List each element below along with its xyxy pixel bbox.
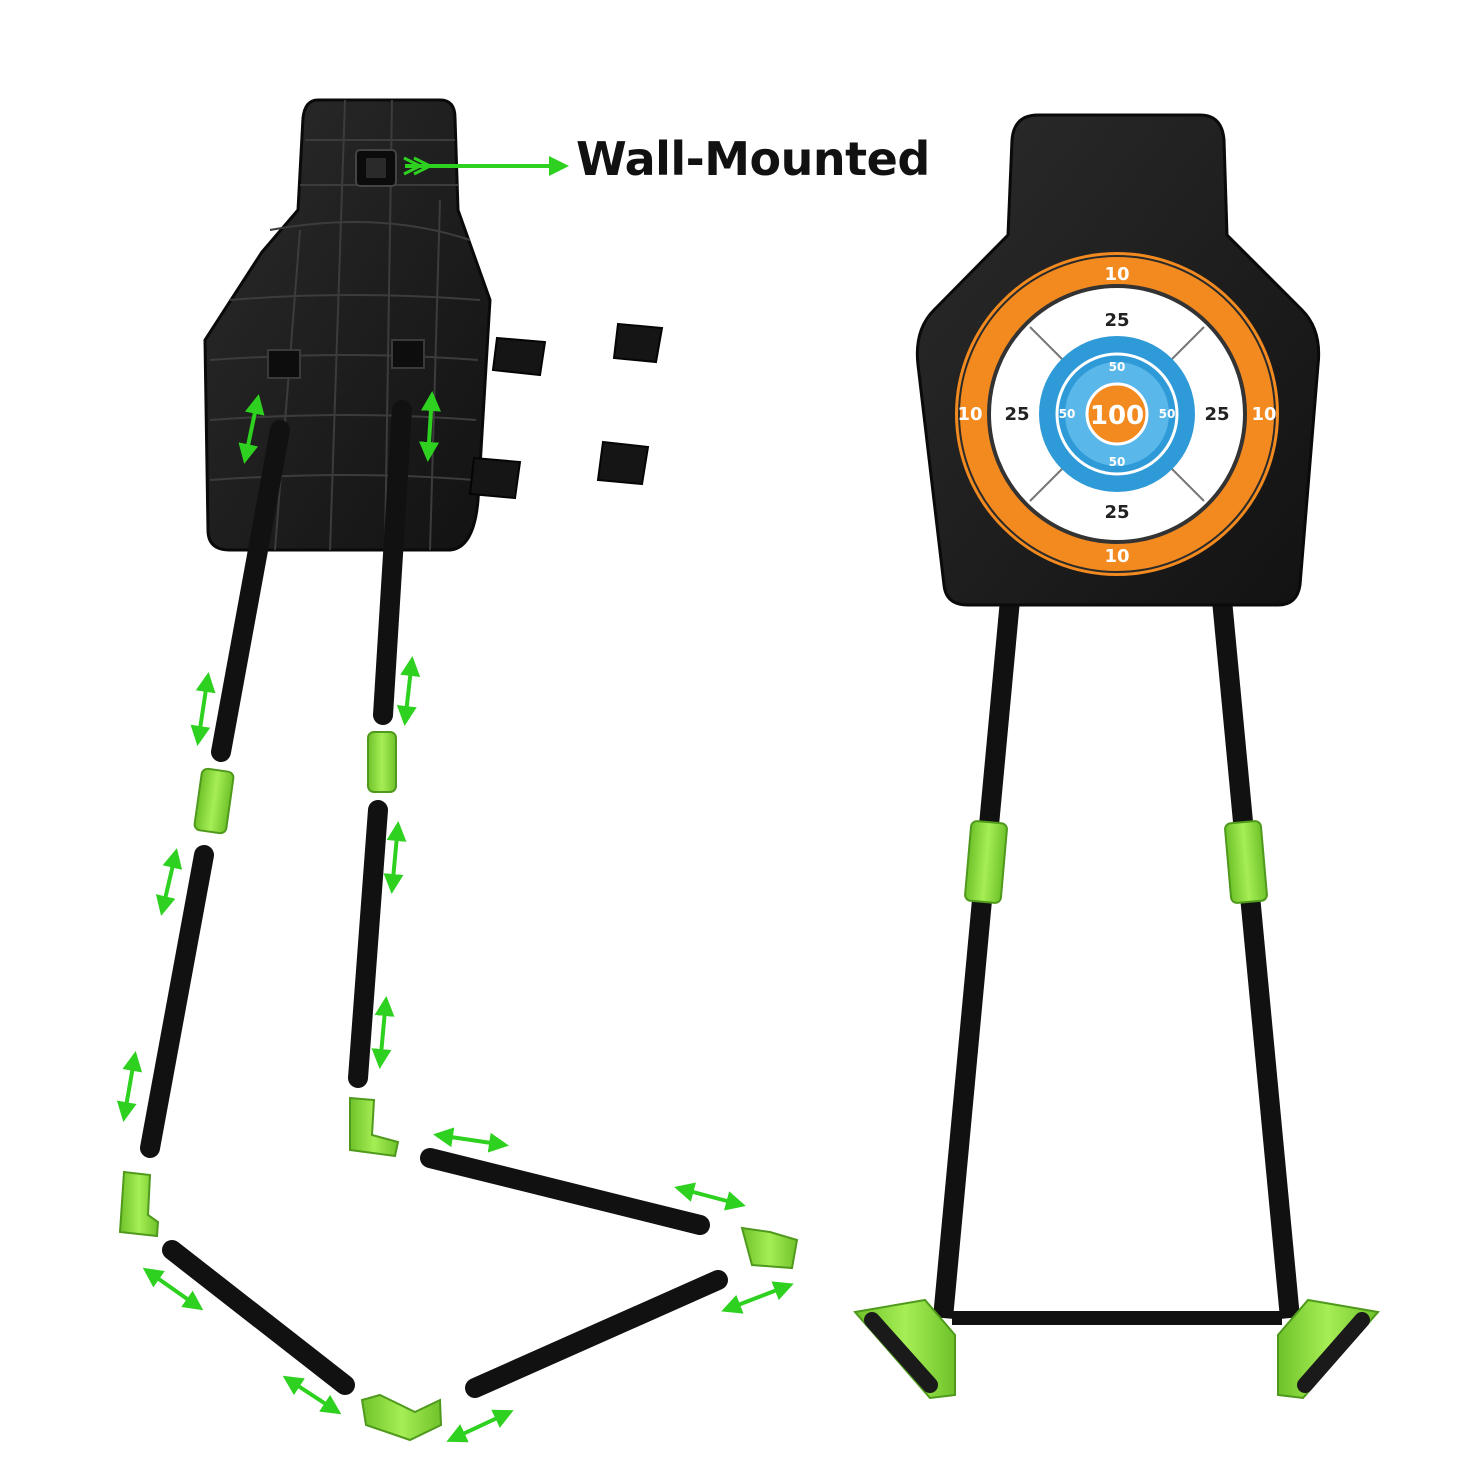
score-label: 25 — [1204, 404, 1229, 425]
base-foot-left — [853, 1298, 956, 1400]
score-label: 10 — [957, 404, 982, 425]
leg-sleeves — [964, 820, 1268, 904]
white-ring-labels: 25 25 25 25 — [1004, 310, 1229, 523]
score-label: 10 — [1251, 404, 1276, 425]
score-label: 50 — [1159, 407, 1176, 421]
wall-mounted-label: Wall-Mounted — [576, 132, 930, 186]
outer-ring-labels: 10 10 10 10 — [957, 264, 1276, 567]
pole-clip-right — [391, 339, 425, 369]
callout-arrow-icon — [403, 156, 569, 176]
target-face — [955, 252, 1279, 576]
score-label: 10 — [1104, 546, 1129, 567]
wall-hook-slot — [355, 149, 397, 187]
score-label: 50 — [1109, 455, 1126, 469]
score-label: 25 — [1104, 310, 1129, 331]
blue-ring-labels: 50 50 50 50 — [1059, 360, 1176, 469]
tube-segments — [140, 400, 728, 1398]
assembled-stand-legs — [933, 599, 1300, 1319]
loose-clip — [468, 322, 664, 500]
pole-clip-left — [267, 349, 301, 379]
score-label: 10 — [1104, 264, 1129, 285]
base-foot-right — [1277, 1298, 1380, 1400]
score-label: 25 — [1004, 404, 1029, 425]
score-label: 25 — [1104, 502, 1129, 523]
bullseye-label: 100 — [1090, 401, 1144, 431]
score-label: 50 — [1109, 360, 1126, 374]
score-label: 50 — [1059, 407, 1076, 421]
green-connectors — [118, 731, 799, 1442]
double-headed-arrow-icon — [116, 391, 794, 1443]
